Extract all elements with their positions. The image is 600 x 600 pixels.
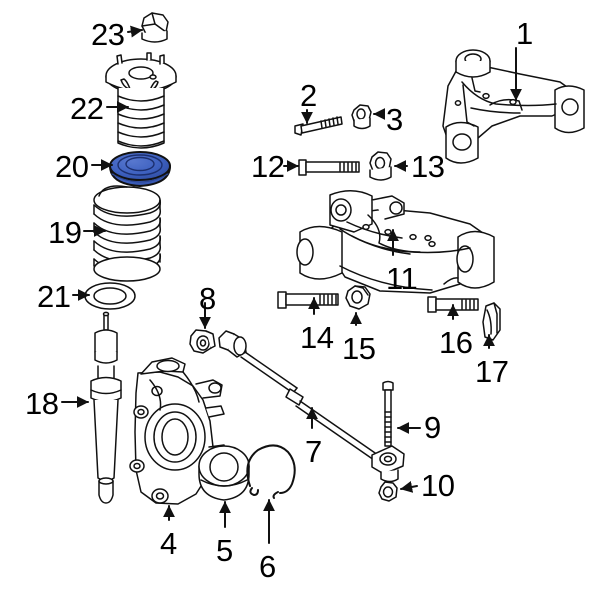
callout-label-11: 11 (386, 261, 418, 296)
part-strut-mount-nut (141, 12, 169, 43)
part-lower-arm-bolt-front (298, 159, 360, 176)
callout-label-20: 20 (55, 149, 89, 184)
part-stabilizer-link-bolt (382, 380, 394, 447)
part-strut-dust-boot (105, 52, 177, 149)
part-coil-spring (93, 185, 162, 282)
part-lower-arm-flange-nut (369, 151, 392, 181)
part-wheel-bearing (198, 445, 250, 501)
part-spring-seat-insulator-highlighted (109, 151, 171, 187)
part-lower-arm-hex-nut (345, 285, 371, 310)
callout-leaders (61, 25, 522, 544)
callout-label-1: 1 (516, 16, 533, 51)
callout-label-15: 15 (342, 331, 376, 366)
callout-label-8: 8 (199, 281, 216, 316)
callout-label-16: 16 (439, 325, 473, 360)
part-shock-absorber (90, 311, 122, 504)
part-stabilizer-link-nut (378, 481, 398, 502)
callout-label-7: 7 (305, 434, 322, 469)
leader-23 (127, 25, 143, 38)
part-steering-knuckle (129, 357, 227, 505)
part-upper-arm-nut (351, 104, 372, 130)
part-spring-lower-insulator (84, 282, 136, 310)
callout-label-6: 6 (259, 549, 276, 584)
callout-label-14: 14 (300, 320, 334, 355)
callout-label-13: 13 (411, 149, 445, 184)
part-suspension-bracket (482, 302, 501, 341)
callout-label-23: 23 (91, 17, 125, 52)
callout-label-18: 18 (25, 386, 59, 421)
callout-label-12: 12 (251, 149, 285, 184)
callout-label-19: 19 (48, 215, 82, 250)
callout-label-3: 3 (386, 102, 403, 137)
callout-label-4: 4 (160, 526, 177, 561)
callout-label-21: 21 (37, 279, 71, 314)
callout-label-5: 5 (216, 533, 233, 568)
part-axle-shaft-assembly (218, 330, 405, 483)
part-bearing-snap-ring (246, 444, 296, 499)
leader-10 (400, 481, 418, 493)
callout-label-9: 9 (424, 410, 441, 445)
callout-label-17: 17 (475, 354, 509, 389)
part-upper-arm-bolt (294, 116, 343, 136)
callout-label-2: 2 (300, 78, 317, 113)
part-lower-arm-bolt-rear (277, 291, 339, 309)
part-upper-control-arm (442, 49, 585, 164)
callout-label-22: 22 (70, 91, 104, 126)
part-axle-shaft-nut (189, 329, 216, 354)
callout-label-10: 10 (421, 468, 455, 503)
